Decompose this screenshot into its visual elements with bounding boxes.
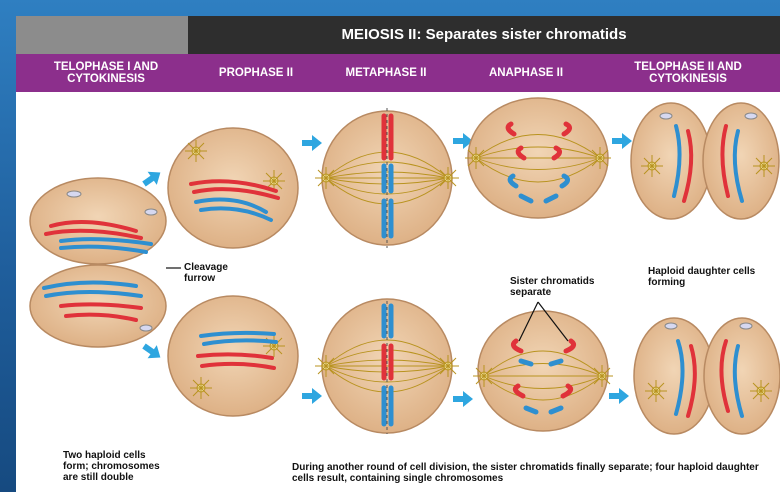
arrow-to-telophase-ii-bottom <box>609 388 629 404</box>
arrow-to-metaphase-bottom <box>302 388 322 404</box>
arrow-to-anaphase-bottom <box>453 391 473 407</box>
prophase-ii-top-cell <box>168 128 298 248</box>
telophase-i-bottom-cell <box>30 265 166 347</box>
anaphase-ii-bottom-cell <box>473 311 613 431</box>
haploid-forming-label: Haploid daughter cells forming <box>648 266 773 288</box>
diagram-sheet: MEIOSIS II: Separates sister chromatids … <box>16 16 780 492</box>
bottom-caption: During another round of cell division, t… <box>292 462 762 484</box>
prophase-ii-bottom-cell <box>168 296 298 416</box>
arrow-to-prophase-top <box>139 166 165 191</box>
sister-chromatids-label: Sister chromatids separate <box>510 276 610 298</box>
cleavage-furrow-label: Cleavage furrow <box>184 262 254 284</box>
two-haploid-caption: Two haploid cells form; chromosomes are … <box>63 450 163 483</box>
meiosis-illustration <box>16 16 780 492</box>
anaphase-ii-top-cell <box>465 98 611 218</box>
telophase-ii-bottom-cells <box>634 318 780 434</box>
arrow-to-metaphase-top <box>302 135 322 151</box>
metaphase-ii-top-cell <box>315 108 459 248</box>
telophase-ii-top-cells <box>631 103 779 219</box>
metaphase-ii-bottom-cell <box>315 299 459 434</box>
arrow-to-telophase-ii-top <box>612 133 632 149</box>
arrow-to-prophase-bottom <box>139 339 165 364</box>
telophase-i-top-cell <box>30 178 166 264</box>
